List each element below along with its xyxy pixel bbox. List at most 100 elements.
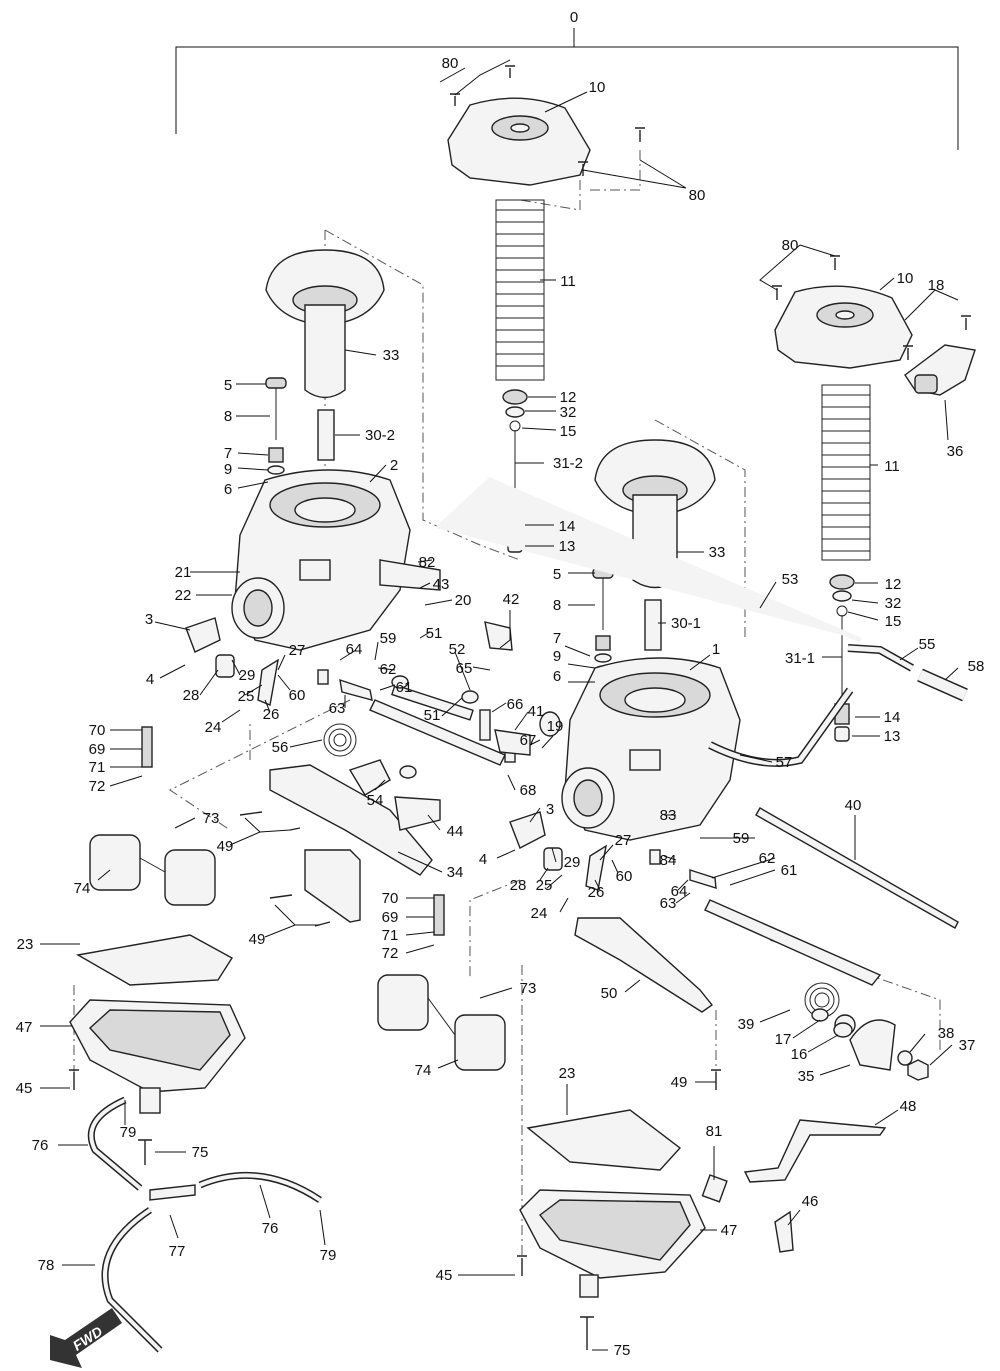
callout-39: 39 bbox=[738, 1016, 755, 1033]
callout-25: 25 bbox=[238, 688, 255, 705]
callout-26: 26 bbox=[588, 884, 605, 901]
callout-1: 1 bbox=[712, 641, 720, 658]
callout-69: 69 bbox=[382, 909, 399, 926]
callout-56: 56 bbox=[272, 739, 289, 756]
fwd-arrow: FWD bbox=[50, 1308, 122, 1368]
callout-44: 44 bbox=[447, 823, 464, 840]
callout-45: 45 bbox=[16, 1080, 33, 1097]
callout-76: 76 bbox=[262, 1220, 279, 1237]
callout-69: 69 bbox=[89, 741, 106, 758]
callout-9: 9 bbox=[224, 461, 232, 478]
callout-18: 18 bbox=[928, 277, 945, 294]
callout-22: 22 bbox=[175, 587, 192, 604]
callout-8: 8 bbox=[553, 597, 561, 614]
callout-7: 7 bbox=[553, 630, 561, 647]
callout-7: 7 bbox=[224, 445, 232, 462]
callout-45: 45 bbox=[436, 1267, 453, 1284]
callout-51: 51 bbox=[424, 707, 441, 724]
callout-79: 79 bbox=[320, 1247, 337, 1264]
callout-16: 16 bbox=[791, 1046, 808, 1063]
callout-10: 10 bbox=[589, 79, 606, 96]
callout-3: 3 bbox=[145, 611, 153, 628]
callout-47: 47 bbox=[721, 1222, 738, 1239]
callout-40: 40 bbox=[845, 797, 862, 814]
callout-19: 19 bbox=[547, 718, 564, 735]
callout-61: 61 bbox=[396, 679, 413, 696]
callout-30-2: 30-2 bbox=[365, 427, 395, 444]
callout-36: 36 bbox=[947, 443, 964, 460]
callout-labels: 0 80 10 80 11 33 5 8 30-2 12 32 15 31-2 … bbox=[16, 9, 985, 1359]
callout-5: 5 bbox=[553, 566, 561, 583]
callout-77: 77 bbox=[169, 1243, 186, 1260]
callout-52: 52 bbox=[449, 641, 466, 658]
callout-82: 82 bbox=[419, 554, 436, 571]
callout-35: 35 bbox=[798, 1068, 815, 1085]
callout-71: 71 bbox=[89, 759, 106, 776]
callout-24: 24 bbox=[205, 719, 222, 736]
callout-23: 23 bbox=[559, 1065, 576, 1082]
callout-62: 62 bbox=[380, 661, 397, 678]
callout-72: 72 bbox=[382, 945, 399, 962]
fuel-pipes bbox=[436, 477, 968, 767]
callout-49: 49 bbox=[671, 1074, 688, 1091]
callout-53: 53 bbox=[782, 571, 799, 588]
callout-23: 23 bbox=[17, 936, 34, 953]
callout-32: 32 bbox=[560, 404, 577, 421]
callout-59: 59 bbox=[380, 630, 397, 647]
callout-74: 74 bbox=[74, 880, 91, 897]
callout-42: 42 bbox=[503, 591, 520, 608]
callout-21: 21 bbox=[175, 564, 192, 581]
callout-20: 20 bbox=[455, 592, 472, 609]
small-hardware bbox=[69, 617, 853, 1350]
callout-80: 80 bbox=[442, 55, 459, 72]
callout-8: 8 bbox=[224, 408, 232, 425]
top-cover-assembly bbox=[447, 65, 645, 553]
callout-29: 29 bbox=[239, 667, 256, 684]
callout-48: 48 bbox=[900, 1098, 917, 1115]
callout-58: 58 bbox=[968, 658, 985, 675]
callout-54: 54 bbox=[367, 792, 384, 809]
carburetor-body-1 bbox=[561, 657, 741, 841]
callout-47: 47 bbox=[16, 1019, 33, 1036]
callout-63: 63 bbox=[660, 895, 677, 912]
leader-lines bbox=[40, 59, 959, 1351]
callout-64: 64 bbox=[346, 641, 363, 658]
callout-38: 38 bbox=[938, 1025, 955, 1042]
callout-14: 14 bbox=[884, 709, 901, 726]
callout-5: 5 bbox=[224, 377, 232, 394]
assembly-bracket bbox=[175, 28, 959, 150]
callout-6: 6 bbox=[224, 481, 232, 498]
callout-61: 61 bbox=[781, 862, 798, 879]
callout-33: 33 bbox=[383, 347, 400, 364]
callout-3: 3 bbox=[546, 801, 554, 818]
callout-73: 73 bbox=[520, 980, 537, 997]
callout-76: 76 bbox=[32, 1137, 49, 1154]
callout-49: 49 bbox=[217, 838, 234, 855]
callout-4: 4 bbox=[146, 671, 154, 688]
callout-28: 28 bbox=[510, 877, 527, 894]
callout-15: 15 bbox=[885, 613, 902, 630]
callout-11: 11 bbox=[884, 458, 900, 475]
callout-13: 13 bbox=[884, 728, 901, 745]
callout-31-1: 31-1 bbox=[785, 650, 815, 667]
callout-30-1: 30-1 bbox=[671, 615, 701, 632]
callout-63: 63 bbox=[329, 700, 346, 717]
callout-79: 79 bbox=[120, 1124, 137, 1141]
callout-67: 67 bbox=[520, 732, 537, 749]
callout-55: 55 bbox=[919, 636, 936, 653]
callout-81: 81 bbox=[706, 1123, 723, 1140]
callout-33: 33 bbox=[709, 544, 726, 561]
callout-27: 27 bbox=[289, 642, 306, 659]
callout-75: 75 bbox=[614, 1342, 631, 1359]
callout-43: 43 bbox=[433, 576, 450, 593]
callout-60: 60 bbox=[289, 687, 306, 704]
callout-68: 68 bbox=[520, 782, 537, 799]
callout-2: 2 bbox=[390, 457, 398, 474]
callout-74: 74 bbox=[415, 1062, 432, 1079]
callout-49: 49 bbox=[249, 931, 266, 948]
callout-73: 73 bbox=[203, 810, 220, 827]
callout-84: 84 bbox=[660, 852, 677, 869]
shafts-and-plates bbox=[269, 699, 959, 1183]
callout-65: 65 bbox=[456, 660, 473, 677]
